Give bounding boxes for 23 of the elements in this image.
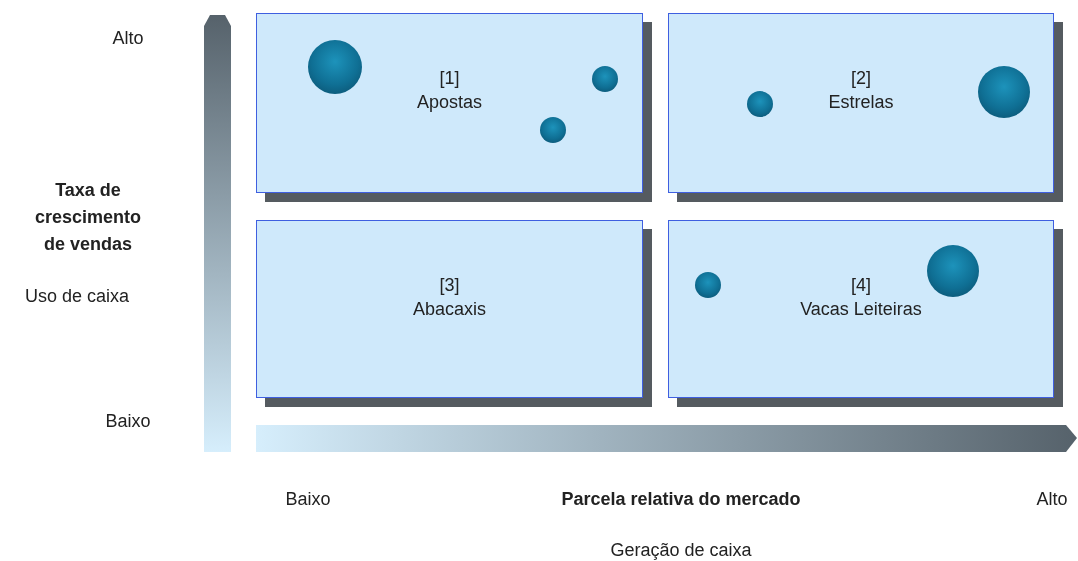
bubble [927,245,979,297]
bubble [308,40,362,94]
axis-subtitle: Uso de caixa [23,285,131,307]
bubble [747,91,773,117]
bubble [695,272,721,298]
quadrant-number: [4] [851,274,871,297]
axis-title: Parcela relativa do mercado [560,487,802,511]
bubble [978,66,1030,118]
quadrant-number: [3] [439,274,460,297]
axis-end-label: Baixo [104,410,152,432]
axis-subtitle: Geração de caixa [609,539,753,561]
axis-end-label: Baixo [284,488,332,510]
quadrant-title: Vacas Leiteiras [800,298,922,321]
quadrant-title: Estrelas [828,91,894,114]
axis-title: Taxa de crescimento de vendas [33,178,143,256]
quadrant-number: [1] [439,67,460,90]
bubble [540,117,566,143]
bubble [592,66,618,92]
quadrant-title: Abacaxis [412,298,486,321]
axis-end-label: Alto [111,27,145,49]
quadrant-title: Apostas [416,91,482,114]
axis-end-label: Alto [1035,488,1069,510]
quadrant-number: [2] [851,67,871,90]
